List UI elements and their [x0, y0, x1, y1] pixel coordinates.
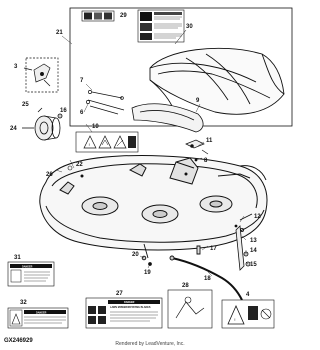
callout-24: 24: [10, 126, 17, 132]
deck-fasteners: [67, 158, 238, 228]
wash-port-hose: [141, 243, 243, 301]
callout-14: 14: [250, 248, 257, 254]
callout-25: 25: [22, 102, 29, 108]
decal-27-text: LAWN MOWER/ROTATING BLADES: [110, 306, 151, 309]
mower-deck-housing: [39, 154, 268, 251]
callout-26: 26: [46, 172, 53, 178]
callout-4: 4: [246, 292, 250, 298]
callout-28: 28: [182, 283, 189, 289]
figure-code: GX246929: [4, 338, 33, 344]
decal-set-10: !: [75, 131, 139, 153]
svg-text:!: !: [89, 143, 90, 147]
callout-8: 8: [204, 158, 208, 164]
decal-31: DANGER: [7, 261, 55, 287]
baffle-9: [131, 103, 204, 133]
decal-31-title: DANGER: [22, 265, 33, 268]
decal-27: DANGER LAWN MOWER/ROTATING BLADES: [85, 297, 163, 329]
decal-27-title: DANGER: [124, 301, 135, 304]
bracket-11: [185, 139, 209, 155]
callout-19: 19: [144, 270, 151, 276]
callout-11: 11: [206, 138, 213, 144]
svg-text:!: !: [234, 318, 235, 322]
warning-decal-30: [137, 9, 185, 43]
callout-6: 6: [80, 110, 84, 116]
callout-9: 9: [196, 98, 200, 104]
callout-15: 15: [250, 262, 257, 268]
callout-30: 30: [186, 24, 193, 30]
callout-7: 7: [80, 78, 84, 84]
callout-21: 21: [56, 30, 63, 36]
decal-4: !: [221, 299, 275, 329]
callout-3: 3: [14, 64, 18, 70]
lift-link-hardware: [235, 213, 253, 271]
callout-10: 10: [92, 124, 99, 130]
footer-credit: Rendered by LeadVenture, Inc.: [115, 341, 185, 347]
callout-labels: 29 30 21 3 7 6 9 25 16 24 10 11 22 26 8 …: [10, 13, 261, 306]
callout-31: 31: [14, 255, 21, 261]
gauge-wheel-assembly: [22, 107, 63, 141]
mower-deck-parts-diagram: !: [7, 7, 293, 329]
callout-13: 13: [250, 238, 257, 244]
callout-22: 22: [76, 162, 83, 168]
callout-16: 16: [60, 108, 67, 114]
callout-29: 29: [120, 13, 127, 19]
decal-28: [167, 289, 213, 329]
callout-12: 12: [254, 214, 261, 220]
discharge-chute-cover: [149, 47, 285, 115]
callout-17: 17: [210, 246, 217, 252]
chute-kit-frame: [69, 7, 293, 127]
decal-32: DANGER: [7, 307, 69, 329]
callout-18: 18: [204, 276, 211, 282]
lift-rod-assembly-7: [86, 90, 125, 115]
callout-27: 27: [116, 291, 123, 297]
decal-32-title: DANGER: [36, 311, 47, 314]
callout-32: 32: [20, 300, 27, 306]
callout-20: 20: [132, 252, 139, 258]
bracket-3: [23, 57, 59, 93]
leader-lines: [55, 35, 249, 277]
